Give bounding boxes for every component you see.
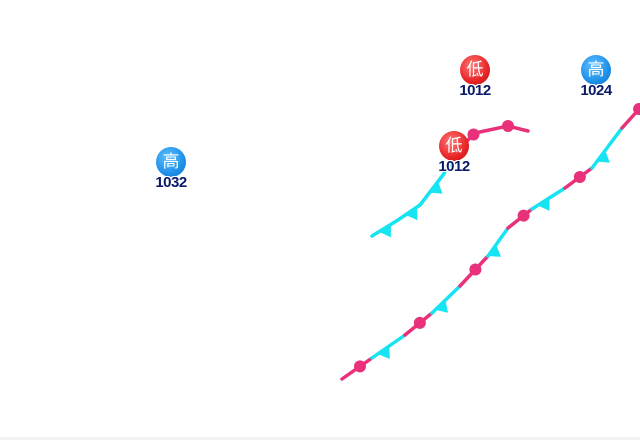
cold-front-triangle xyxy=(377,345,390,359)
warm-front-bump xyxy=(469,263,482,276)
warm-front-bump xyxy=(413,316,426,329)
low-pressure-center-2[interactable]: 低 1012 xyxy=(453,55,497,101)
occluded-front-main xyxy=(340,103,640,381)
cold-front-triangle xyxy=(405,207,418,221)
high-pressure-icon: 高 xyxy=(156,147,186,177)
pressure-value: 1012 xyxy=(438,158,470,175)
cold-front-segment xyxy=(530,186,567,211)
cold-front-triangle xyxy=(429,181,443,194)
pressure-value: 1032 xyxy=(155,174,187,191)
warm-front-segment xyxy=(506,124,530,133)
low-pressure-icon: 低 xyxy=(460,55,490,85)
warm-front-bump xyxy=(354,360,366,373)
cold-front-segment xyxy=(430,284,462,315)
map-bottom-edge xyxy=(0,437,640,440)
cold-front-triangle xyxy=(435,300,448,313)
pressure-value: 1024 xyxy=(580,82,612,99)
warm-front-bump xyxy=(633,103,640,115)
occluded-front-north xyxy=(370,120,530,238)
pressure-value: 1012 xyxy=(459,82,491,99)
high-pressure-center-2[interactable]: 高 1024 xyxy=(574,55,618,101)
cold-front-triangle xyxy=(596,150,610,163)
low-pressure-icon: 低 xyxy=(439,131,469,161)
warm-front-bump xyxy=(573,171,586,183)
cold-front-triangle xyxy=(487,244,501,257)
high-pressure-icon: 高 xyxy=(581,55,611,85)
cold-front-triangle xyxy=(537,197,550,211)
warm-front-bump xyxy=(517,209,530,222)
low-pressure-center-1[interactable]: 低 1012 xyxy=(432,131,476,177)
high-pressure-center-1[interactable]: 高 1032 xyxy=(149,147,193,193)
cold-front-triangle xyxy=(379,224,391,238)
